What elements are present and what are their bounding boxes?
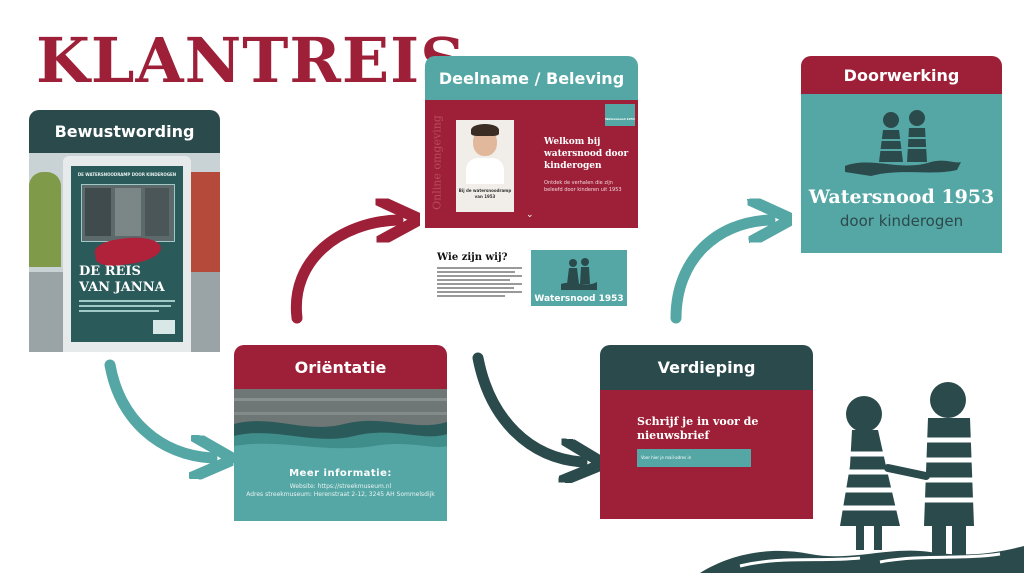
page-title: KLANTREIS bbox=[36, 24, 466, 97]
doorwerking-card: Watersnood 1953 door kinderogen bbox=[801, 94, 1002, 253]
stage-tab-verdieping: Verdieping bbox=[600, 345, 813, 390]
who-title: Wie zijn wij? bbox=[437, 252, 508, 263]
arrow-orientatie-deelname bbox=[290, 220, 398, 324]
logo-preview: Watersnood 1953 bbox=[531, 250, 627, 306]
stage-tab-deelname: Deelname / Beleving bbox=[425, 56, 638, 100]
verdieping-heading: Schrijf je in voor de nieuwsbrief bbox=[637, 415, 759, 442]
arrow-deelname-verdieping bbox=[472, 352, 582, 462]
deelname-logo-small: Watersnood 1953 bbox=[605, 104, 635, 126]
stage-tab-doorwerking: Doorwerking bbox=[801, 56, 1002, 94]
deelname-welcome: Welkom bij watersnood door kinderogen bbox=[544, 137, 629, 171]
stage-tab-bewustwording: Bewustwording bbox=[29, 110, 220, 153]
children-silhouette-icon bbox=[700, 382, 1024, 573]
logo-children-icon bbox=[845, 110, 961, 176]
who-text bbox=[437, 267, 522, 303]
logo-line2: door kinderogen bbox=[839, 212, 964, 230]
arrow-verdieping-doorwerking bbox=[670, 220, 770, 324]
deelname-photo: Bij de watersnoodramp van 1953 bbox=[456, 120, 514, 212]
orientatie-website[interactable]: Website: https://streekmuseum.nl bbox=[289, 483, 392, 490]
logo-preview-text: Watersnood 1953 bbox=[534, 294, 624, 304]
bewustwording-photo: DE WATERSNOODRAMP DOOR KINDEROGEN DE REI… bbox=[29, 152, 220, 352]
orientatie-card: Meer informatie: Website: https://streek… bbox=[234, 388, 447, 521]
orientatie-address: Adres streekmuseum: Herenstraat 2-12, 32… bbox=[246, 491, 435, 498]
small-logo-text: Watersnood 1953 bbox=[605, 117, 635, 121]
deelname-card: Online omgeving Bij de watersnoodramp va… bbox=[425, 100, 638, 228]
verdieping-card: Schrijf je in voor de nieuwsbrief Voer h… bbox=[600, 389, 813, 519]
deelname-sub: Ontdek de verhalen die zijn beleefd door… bbox=[544, 180, 622, 193]
logo-line1: Watersnood 1953 bbox=[808, 186, 995, 208]
children-figure-icon bbox=[561, 258, 597, 290]
stage-tab-orientatie: Oriëntatie bbox=[234, 345, 447, 389]
bewustwording-poster: DE WATERSNOODRAMP DOOR KINDEROGEN DE REI… bbox=[71, 166, 183, 342]
poster-top-text: DE WATERSNOODRAMP DOOR KINDEROGEN bbox=[77, 172, 177, 177]
poster-title-line2: VAN JANNA bbox=[79, 280, 165, 295]
orientatie-heading: Meer informatie: bbox=[289, 468, 392, 479]
photo-caption: Bij de watersnoodramp van 1953 bbox=[458, 188, 512, 199]
newsletter-email-input[interactable]: Voer hier je mail-adres in bbox=[637, 449, 751, 467]
arrow-bewustwording-orientatie bbox=[104, 359, 212, 458]
poster-title-line1: DE REIS bbox=[79, 264, 141, 279]
deelname-side-text: Online omgeving bbox=[430, 115, 444, 210]
scroll-down-icon[interactable]: ⌄ bbox=[526, 210, 534, 220]
